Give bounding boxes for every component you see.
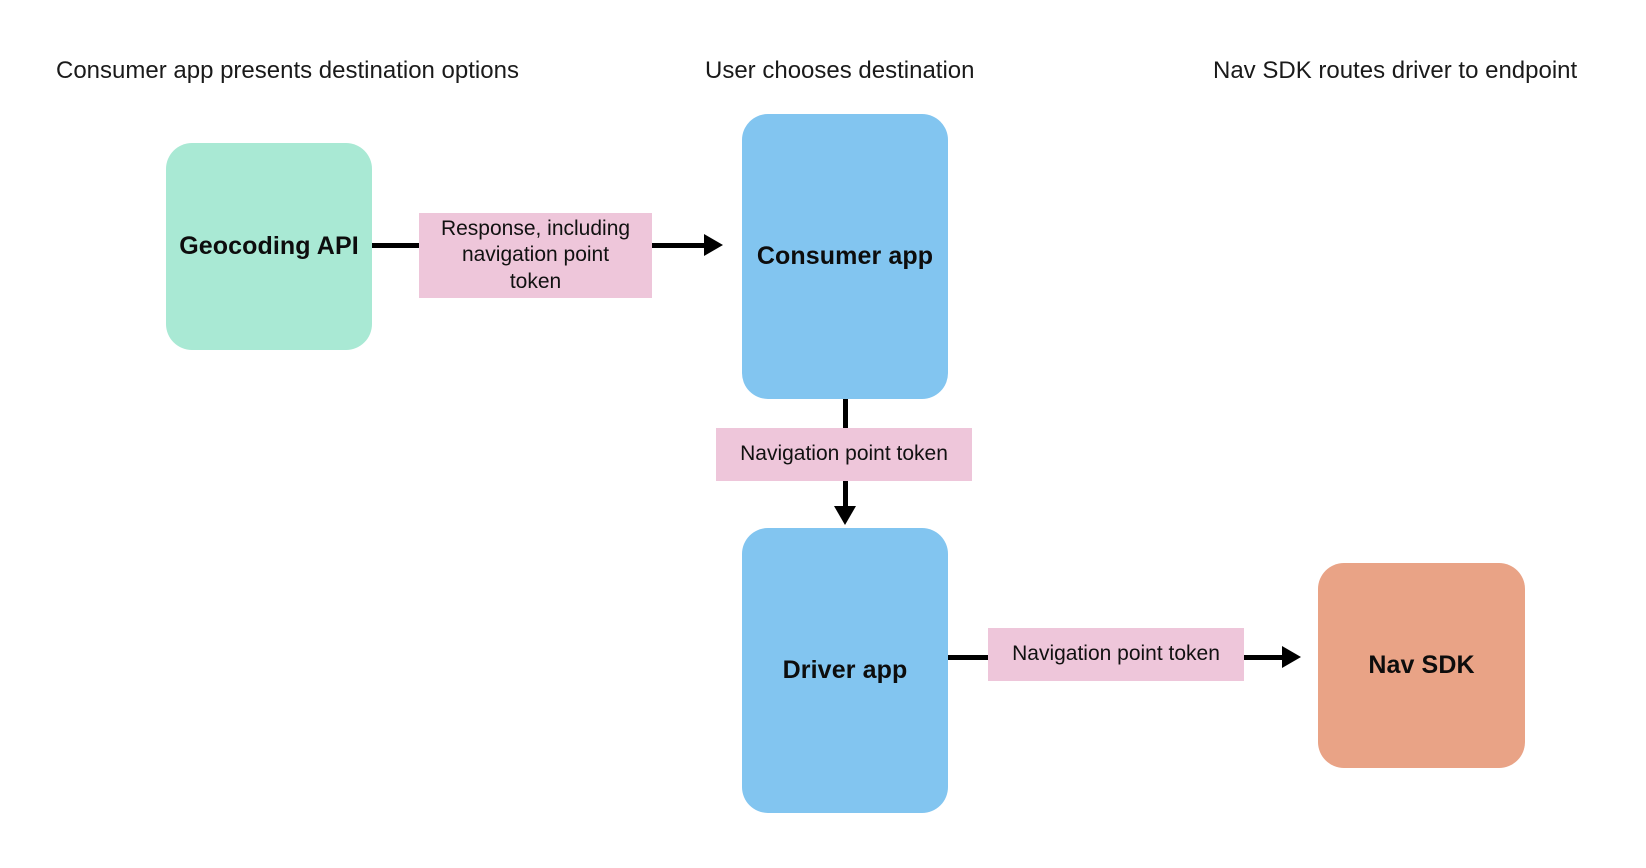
node-driver-app[interactable]: Driver app bbox=[742, 528, 948, 813]
edge-label-geocoding-to-consumer: Response, including navigation point tok… bbox=[419, 213, 652, 298]
node-nav-sdk[interactable]: Nav SDK bbox=[1318, 563, 1525, 768]
edge-label-consumer-to-driver: Navigation point token bbox=[716, 428, 972, 481]
node-label-consumer-app: Consumer app bbox=[756, 242, 934, 270]
arrowhead-right-icon-geocoding-to-consumer bbox=[704, 234, 723, 256]
column-heading-consumer: Consumer app presents destination option… bbox=[56, 57, 519, 84]
column-heading-navsdk: Nav SDK routes driver to endpoint bbox=[1213, 57, 1578, 84]
edge-label-text-navigation-point-token-middle: Navigation point token bbox=[740, 442, 948, 466]
arrowhead-right-icon-driver-to-navsdk bbox=[1282, 646, 1301, 668]
column-heading-user: User chooses destination bbox=[705, 57, 975, 84]
node-label-driver-app: Driver app bbox=[782, 656, 908, 684]
arrowhead-down-icon-consumer-to-driver bbox=[834, 506, 856, 525]
node-geocoding-api[interactable]: Geocoding API bbox=[166, 143, 372, 350]
node-label-geocoding-api: Geocoding API bbox=[179, 232, 359, 260]
node-consumer-app[interactable]: Consumer app bbox=[742, 114, 948, 399]
edge-label-driver-to-navsdk: Navigation point token bbox=[988, 628, 1244, 681]
edge-label-text-response-including-navigation-point-token: Response, including navigation point tok… bbox=[440, 216, 631, 293]
edge-label-text-navigation-point-token-bottom: Navigation point token bbox=[1012, 642, 1220, 666]
node-label-nav-sdk: Nav SDK bbox=[1368, 651, 1475, 679]
